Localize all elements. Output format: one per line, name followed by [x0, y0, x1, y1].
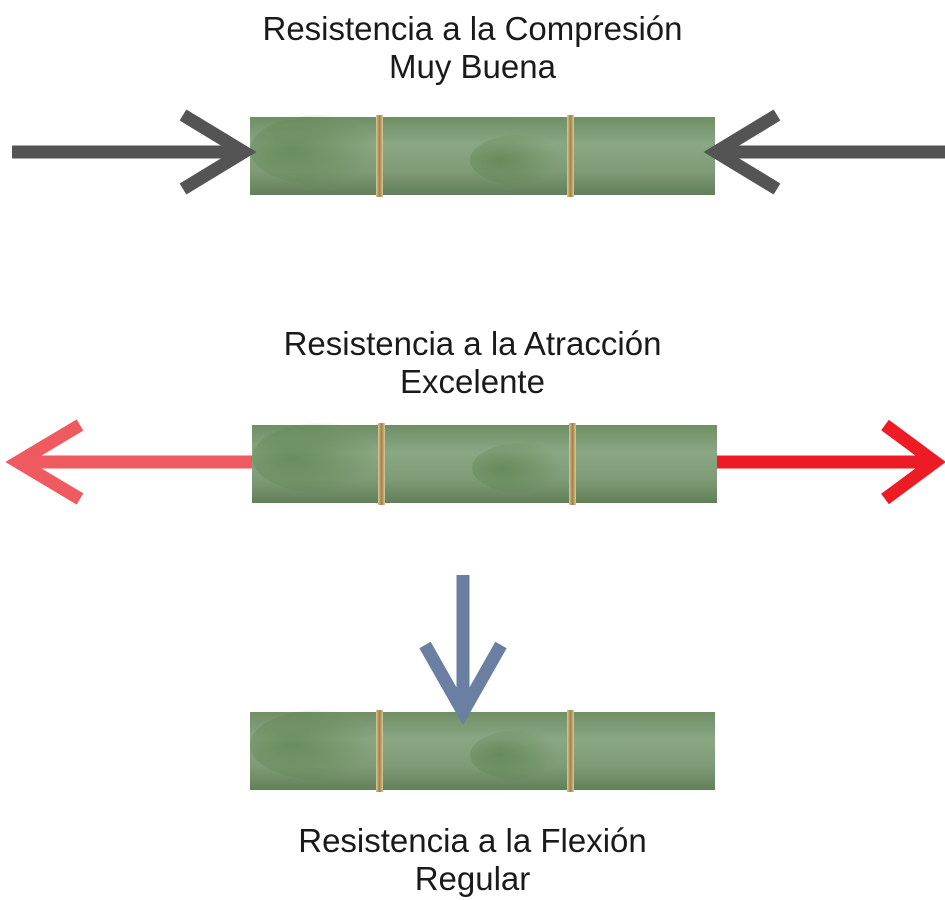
compression-arrow-right: [703, 109, 945, 195]
bending-title: Resistencia a la Flexión: [298, 822, 647, 859]
bamboo-stalk-tension: [252, 423, 717, 505]
bamboo-stalk-bending: [250, 710, 715, 792]
bending-arrow-down: [419, 575, 507, 726]
tension-arrow-left: [5, 419, 252, 505]
compression-arrow-left: [12, 109, 257, 195]
compression-rating: Muy Buena: [389, 48, 556, 85]
bamboo-stalk-compression: [250, 115, 715, 197]
tension-rating: Excelente: [400, 363, 545, 400]
tension-title: Resistencia a la Atracción: [283, 325, 662, 362]
bending-rating: Regular: [414, 860, 531, 897]
tension-arrow-right: [717, 419, 945, 505]
compression-title: Resistencia a la Compresión: [262, 10, 683, 47]
tension-caption: Resistencia a la Atracción Excelente: [0, 325, 945, 401]
compression-caption: Resistencia a la Compresión Muy Buena: [0, 10, 945, 86]
bending-caption: Resistencia a la Flexión Regular: [0, 822, 945, 898]
